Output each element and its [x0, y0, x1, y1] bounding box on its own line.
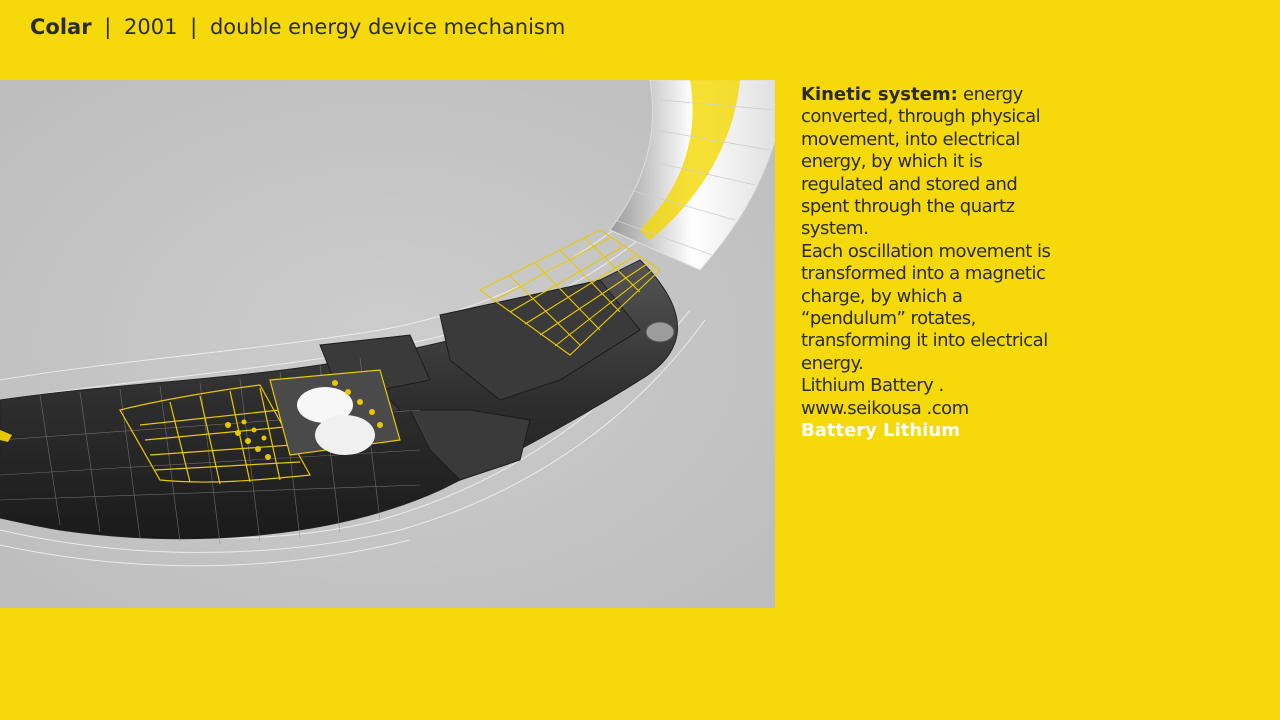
description-paragraph-2: Each oscillation movement is transformed… — [801, 240, 1051, 374]
header-separator: | — [190, 15, 198, 39]
kinetic-system-label: Kinetic system: — [801, 84, 958, 105]
lithium-battery-line: Lithium Battery . — [801, 375, 944, 397]
header-year: 2001 — [124, 15, 178, 39]
edge-accent — [0, 430, 12, 442]
clasp-tube — [609, 80, 775, 271]
page-header: Colar | 2001 | double energy device mech… — [30, 12, 565, 42]
kinetic-system-text: energy converted, through physical movem… — [801, 84, 1041, 240]
left-circuit-board — [119, 384, 311, 485]
brand-title: Colar — [30, 15, 92, 39]
lithium-battery-cells — [269, 369, 401, 456]
header-separator: | — [104, 15, 112, 39]
right-circuit-board — [478, 229, 661, 356]
band-screw — [645, 321, 675, 343]
band-blocks — [319, 279, 641, 481]
description-panel: Kinetic system: energy converted, throug… — [801, 84, 1063, 443]
kinetic-mechanism-render — [0, 80, 775, 608]
description-paragraph-1: Kinetic system: energy converted, throug… — [801, 84, 1063, 241]
header-subtitle: double energy device mechanism — [209, 15, 566, 39]
source-link[interactable]: www.seikousa .com — [801, 397, 969, 419]
mechanism-illustration — [0, 80, 775, 608]
battery-lithium-highlight: Battery Lithium — [801, 420, 960, 442]
